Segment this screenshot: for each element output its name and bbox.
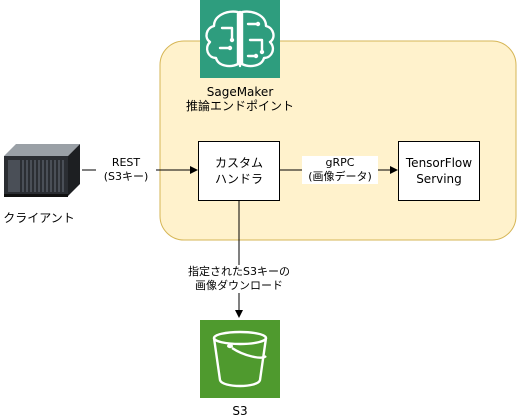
download-edge-label-line1: 指定されたS3キーの	[188, 265, 290, 278]
server-rack-icon	[4, 144, 80, 197]
grpc-edge-label-line1: gRPC	[325, 156, 355, 169]
sagemaker-brain-icon	[200, 0, 280, 78]
s3-label: S3	[232, 404, 248, 418]
client-label: クライアント	[3, 211, 75, 225]
grpc-edge-label-line2: (画像データ)	[308, 170, 372, 183]
grpc-edge-label: gRPC (画像データ)	[302, 156, 378, 184]
download-edge-label: 指定されたS3キーの 画像ダウンロード	[180, 265, 298, 293]
custom-handler-label-line1: カスタム	[214, 156, 263, 170]
sagemaker-subtitle: 推論エンドポイント	[185, 99, 294, 113]
download-edge-label-line2: 画像ダウンロード	[195, 279, 283, 292]
rest-edge-label-line1: REST	[111, 156, 141, 169]
rest-edge-label-line2: (S3キー)	[103, 170, 149, 183]
s3-bucket-icon	[200, 320, 280, 398]
sagemaker-title: SageMaker	[206, 85, 274, 99]
rest-edge-label: REST (S3キー)	[96, 156, 156, 184]
custom-handler-label-line2: ハンドラ	[214, 172, 263, 186]
tensorflow-serving-label-line1: TensorFlow	[405, 156, 473, 170]
custom-handler-box: カスタム ハンドラ	[198, 141, 280, 201]
tensorflow-serving-box: TensorFlow Serving	[398, 141, 480, 201]
tensorflow-serving-label-line2: Serving	[416, 172, 462, 186]
